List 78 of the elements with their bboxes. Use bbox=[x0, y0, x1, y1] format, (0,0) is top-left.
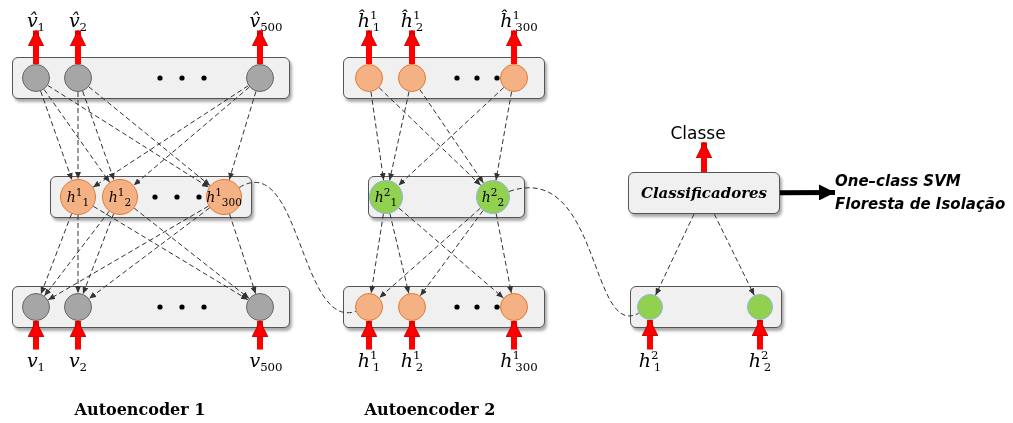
output-label: Classe bbox=[670, 123, 726, 143]
neuron-circle bbox=[355, 293, 383, 321]
connection-line bbox=[494, 91, 513, 181]
output-label: v̂$_{1}$ bbox=[26, 9, 46, 31]
arrow bbox=[780, 184, 835, 201]
layer-panel bbox=[368, 176, 525, 218]
layer-panel bbox=[50, 176, 252, 218]
connection-line bbox=[388, 91, 410, 181]
connection-line bbox=[419, 89, 484, 184]
connection-line bbox=[88, 86, 211, 187]
connection-line bbox=[92, 205, 249, 301]
connection-line bbox=[133, 207, 250, 299]
connector-curve bbox=[238, 181, 357, 313]
connection-line bbox=[397, 87, 505, 186]
connection-line bbox=[389, 213, 411, 294]
connection-line bbox=[378, 207, 481, 299]
connection-line bbox=[47, 205, 209, 301]
connection-line bbox=[369, 213, 384, 294]
connection-line bbox=[43, 88, 111, 183]
arrow bbox=[69, 30, 87, 64]
neuron-circle bbox=[64, 64, 92, 92]
connection-line bbox=[229, 213, 257, 295]
connection-line bbox=[75, 214, 81, 294]
neuron-circle bbox=[22, 293, 50, 321]
input-label: v$_{1}$ bbox=[26, 349, 46, 371]
neuron-circle bbox=[64, 293, 92, 321]
arrow bbox=[251, 30, 269, 64]
layer-panel bbox=[12, 57, 290, 99]
layer-panel bbox=[343, 57, 545, 99]
neuron-circle bbox=[22, 64, 50, 92]
connection-line bbox=[75, 91, 81, 180]
connection-line bbox=[82, 90, 115, 181]
arrow bbox=[360, 30, 378, 64]
method-list: One–class SVM Floresta de Isolação bbox=[835, 169, 1006, 215]
connection-line bbox=[133, 86, 250, 186]
connector-curve bbox=[508, 187, 640, 317]
neuron-circle bbox=[398, 293, 426, 321]
connection-line bbox=[44, 210, 110, 297]
connection-line bbox=[398, 207, 504, 299]
section-caption: Autoencoder 1 bbox=[74, 401, 206, 419]
connection-line bbox=[88, 207, 211, 300]
connection-line bbox=[228, 90, 257, 181]
classifier-box: Classificadores bbox=[628, 172, 780, 214]
layer-panel bbox=[343, 286, 545, 328]
connection-line bbox=[92, 85, 249, 188]
output-label: v̂$_{2}$ bbox=[68, 9, 88, 31]
layer-panel bbox=[12, 286, 290, 328]
neuron-circle bbox=[500, 293, 528, 321]
input-label: v$_{2}$ bbox=[68, 349, 88, 371]
arrow bbox=[69, 320, 87, 350]
arrow bbox=[695, 141, 713, 172]
neuron-circle bbox=[246, 293, 274, 321]
neuron-circle bbox=[355, 64, 383, 92]
connection-line bbox=[82, 213, 115, 295]
output-label: v̂$_{500}$ bbox=[249, 9, 283, 31]
arrow bbox=[27, 30, 45, 64]
connection-line bbox=[655, 213, 695, 296]
connection-line bbox=[378, 87, 482, 186]
connection-line bbox=[47, 85, 210, 188]
arrow bbox=[403, 30, 421, 64]
neuron-circle bbox=[500, 64, 528, 92]
connection-line bbox=[713, 213, 755, 296]
arrow bbox=[251, 320, 269, 350]
neuron-circle bbox=[246, 64, 274, 92]
connection-line bbox=[370, 91, 386, 181]
neuron-circle bbox=[398, 64, 426, 92]
arrow bbox=[505, 30, 523, 64]
neuron-circle bbox=[747, 294, 773, 320]
arrow bbox=[403, 320, 421, 350]
arrow bbox=[505, 320, 523, 350]
connection-line bbox=[40, 90, 73, 181]
input-label: v$_{500}$ bbox=[249, 349, 283, 371]
connection-line bbox=[419, 210, 484, 297]
connection-line bbox=[40, 213, 73, 295]
neuron-circle bbox=[637, 294, 663, 320]
section-caption: Autoencoder 2 bbox=[364, 401, 496, 419]
connection-line bbox=[495, 213, 513, 294]
layer-panel bbox=[630, 286, 782, 328]
